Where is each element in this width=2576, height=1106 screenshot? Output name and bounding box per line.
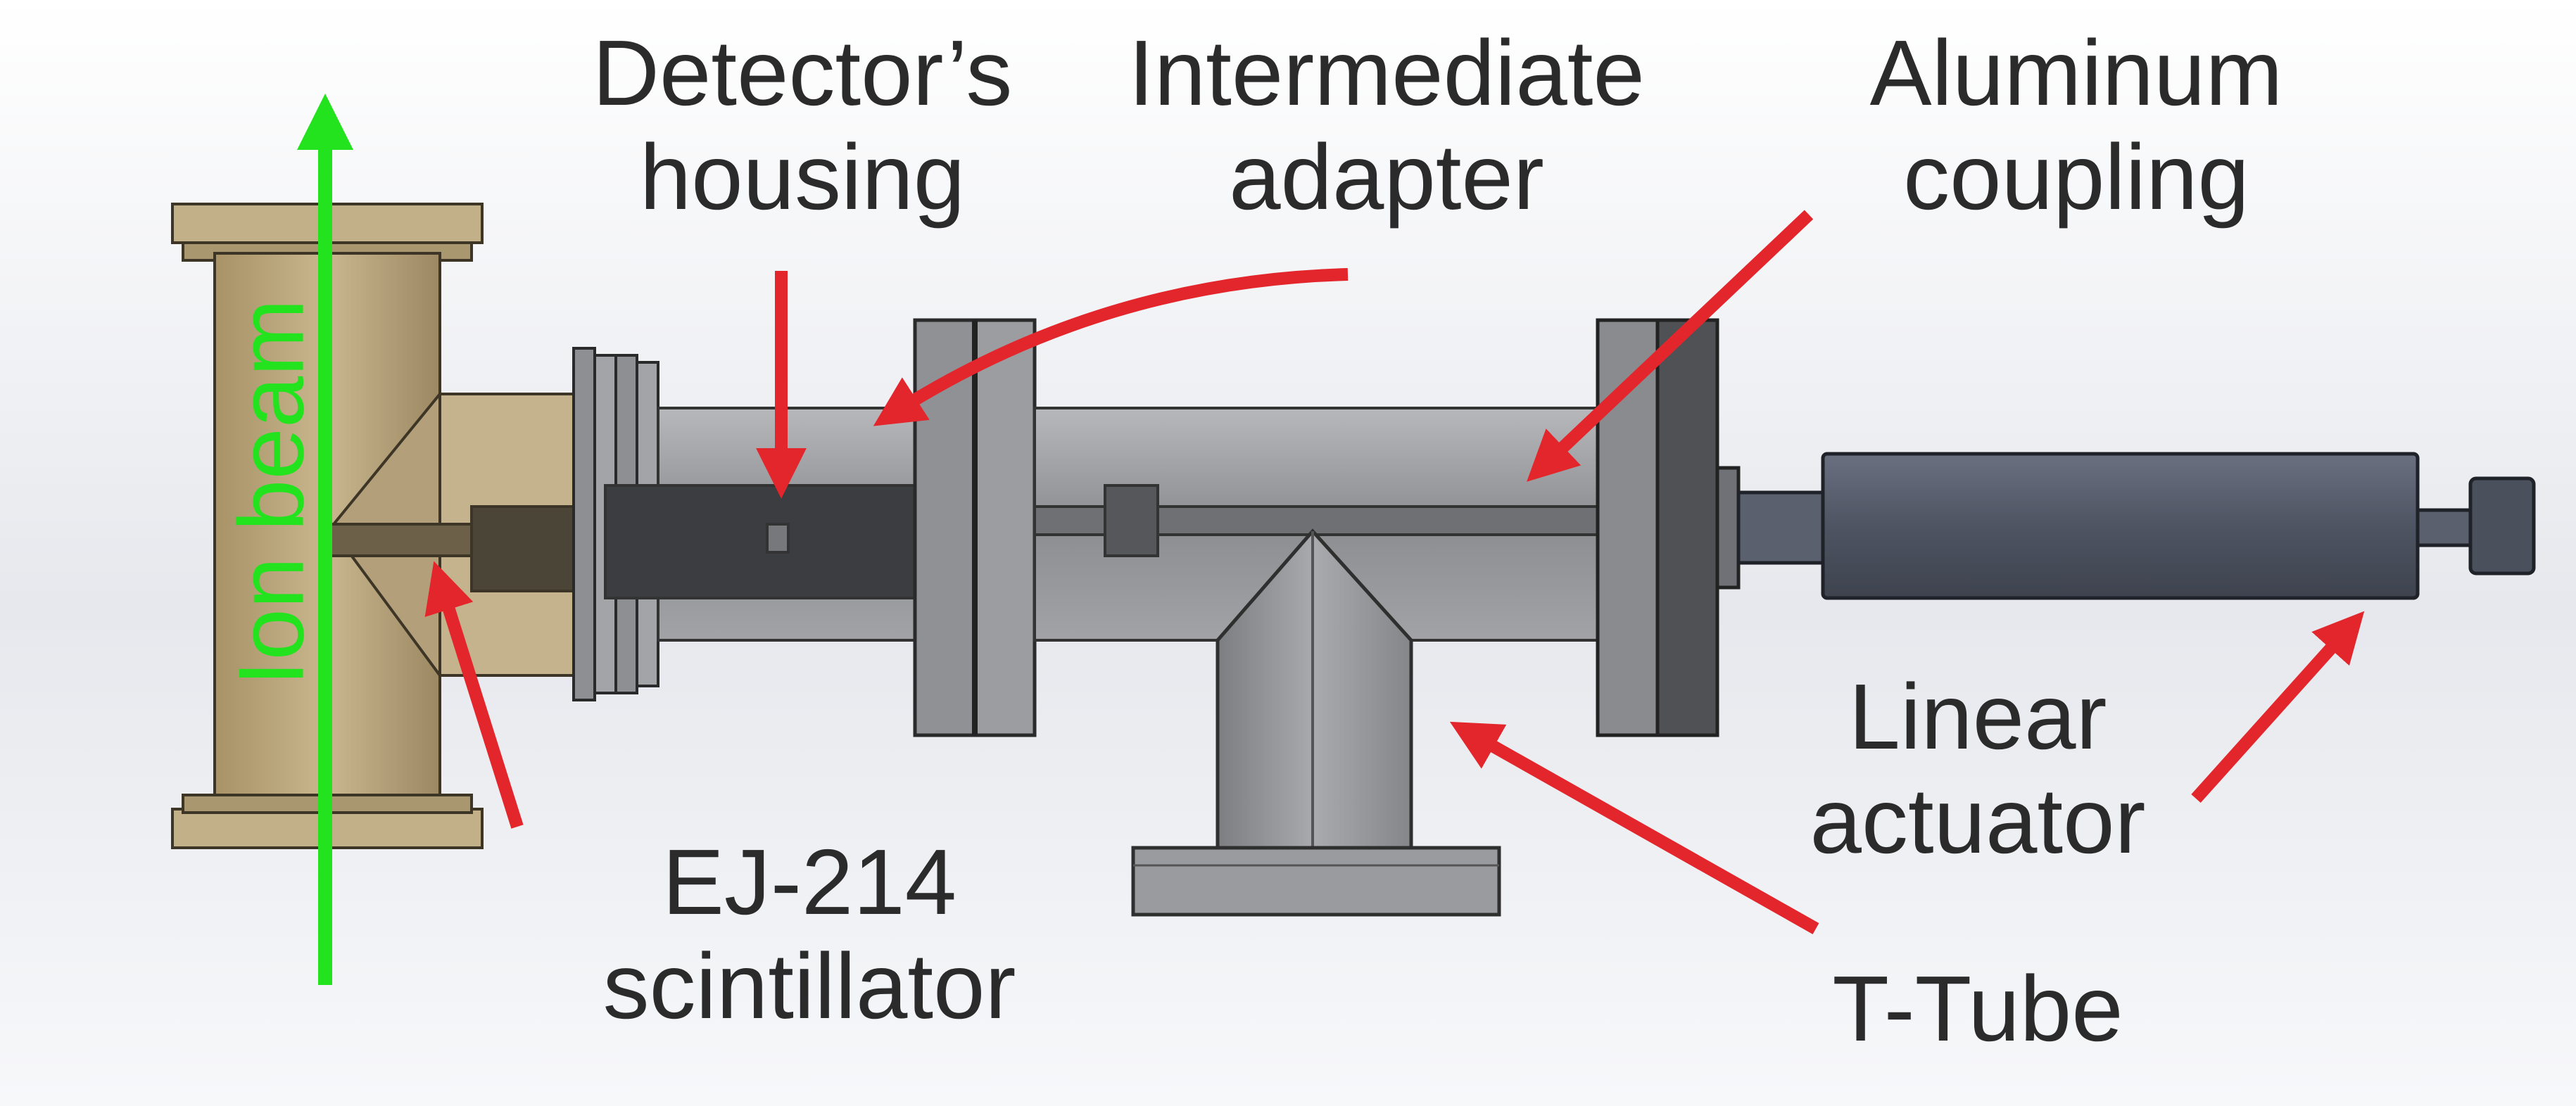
pointer-arrow-intermediate-adapter	[873, 268, 1349, 426]
label-detector-housing-line1: Detector’s	[592, 21, 1013, 125]
linear-actuator-body	[1736, 452, 2536, 600]
label-ej214-scintillator-line2: scintillator	[602, 934, 1016, 1038]
t-tube-branch	[1131, 528, 1501, 917]
aluminum-coupling-flange	[1596, 318, 1741, 737]
label-detector-housing-line2: housing	[639, 125, 966, 229]
label-linear-actuator-line2: actuator	[1810, 768, 2146, 872]
label-aluminum-coupling-line1: Aluminum	[1869, 21, 2283, 125]
label-intermediate-adapter-line1: Intermediate	[1128, 21, 1645, 125]
label-detector-housing: Detector’s housing	[570, 21, 1035, 229]
label-ej214-scintillator: EJ-214 scintillator	[563, 830, 1056, 1038]
label-ej214-scintillator-line1: EJ-214	[662, 830, 957, 934]
label-aluminum-coupling-line2: coupling	[1903, 125, 2249, 229]
detector-housing-tube	[604, 407, 934, 642]
label-aluminum-coupling: Aluminum coupling	[1816, 21, 2337, 229]
label-t-tube: T-Tube	[1774, 957, 2182, 1061]
label-linear-actuator: Linear actuator	[1774, 665, 2182, 873]
label-linear-actuator-line1: Linear	[1848, 665, 2107, 768]
label-ion-beam: Ion beam	[219, 298, 323, 687]
label-intermediate-adapter-line2: adapter	[1229, 125, 1544, 229]
pointer-arrow-aluminum-coupling	[1527, 210, 1814, 482]
label-t-tube-line1: T-Tube	[1832, 957, 2123, 1060]
pointer-arrow-ej214-scintillator	[424, 561, 524, 829]
label-intermediate-adapter: Intermediate adapter	[1084, 21, 1689, 229]
pointer-arrow-t-tube	[1449, 721, 1819, 934]
pointer-arrow-linear-actuator	[2191, 611, 2365, 803]
